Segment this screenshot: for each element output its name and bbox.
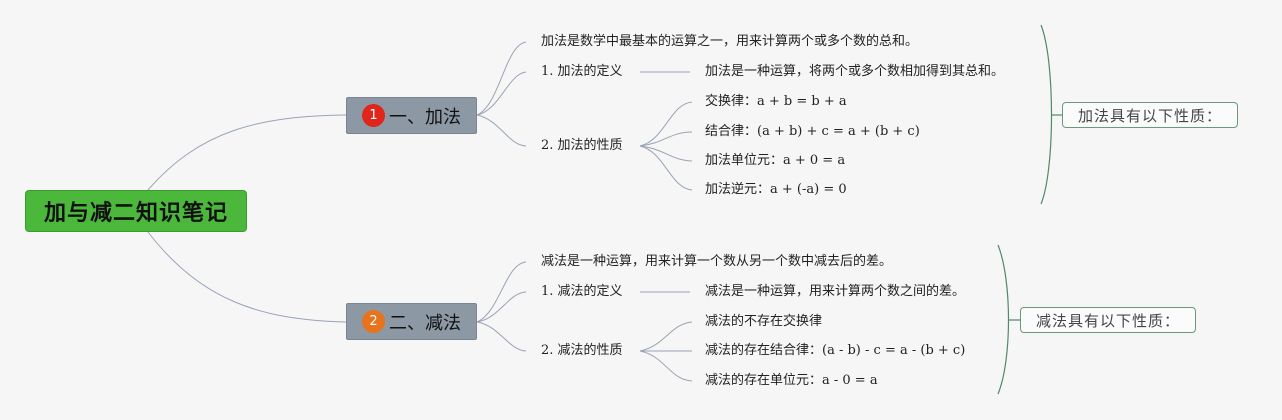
subtraction-summary[interactable]: 减法具有以下性质： bbox=[1020, 307, 1196, 333]
addition-intro[interactable]: 加法是数学中最基本的运算之一，用来计算两个或多个数的总和。 bbox=[541, 34, 919, 49]
connector-b2-definition bbox=[476, 291, 527, 323]
subtraction-definition-label[interactable]: 1. 减法的定义 bbox=[541, 284, 623, 299]
branch-label: 二、减法 bbox=[389, 312, 461, 334]
root-topic-label: 加与减二知识笔记 bbox=[43, 201, 228, 226]
connector-b2-prop-1 bbox=[639, 321, 693, 352]
connector-root-branch-2 bbox=[147, 231, 347, 323]
subtraction-property-item[interactable]: 减法的不存在交换律 bbox=[705, 314, 823, 329]
subtraction-property-item[interactable]: 减法的存在单位元：a - 0 = a bbox=[705, 373, 878, 388]
branch-subtraction[interactable]: 2 二、减法 bbox=[346, 303, 477, 340]
branch-label: 一、加法 bbox=[389, 106, 461, 128]
connector-b1-prop-1 bbox=[639, 101, 693, 147]
connector-b1-prop-4 bbox=[639, 145, 693, 191]
addition-property-item[interactable]: 结合律：(a + b) + c = a + (b + c) bbox=[705, 124, 920, 139]
subtraction-property-item[interactable]: 减法的存在结合律：(a - b) - c = a - (b + c) bbox=[705, 343, 966, 358]
addition-property-item[interactable]: 交换律：a + b = b + a bbox=[705, 94, 847, 109]
connector-b1-intro bbox=[476, 41, 527, 116]
connector-b1-prop-3 bbox=[639, 145, 693, 162]
subtraction-summary-label: 减法具有以下性质： bbox=[1035, 311, 1180, 330]
addition-summary-label: 加法具有以下性质： bbox=[1077, 106, 1222, 125]
subtraction-definition-detail[interactable]: 减法是一种运算，用来计算两个数之间的差。 bbox=[705, 284, 966, 299]
branch-number-badge: 1 bbox=[362, 104, 385, 127]
summary-bracket-1 bbox=[1040, 24, 1053, 205]
root-topic[interactable]: 加与减二知识笔记 bbox=[25, 190, 247, 232]
addition-definition-detail[interactable]: 加法是一种运算，将两个或多个数相加得到其总和。 bbox=[705, 64, 1005, 79]
connector-root-branch-1 bbox=[147, 114, 347, 191]
subtraction-intro[interactable]: 减法是一种运算，用来计算一个数从另一个数中减去后的差。 bbox=[541, 254, 893, 269]
connector-b2-prop-3 bbox=[639, 350, 693, 382]
subtraction-properties-label[interactable]: 2. 减法的性质 bbox=[541, 343, 623, 358]
connector-b1-properties bbox=[476, 114, 527, 147]
connector-b1-definition bbox=[476, 71, 527, 116]
branch-number-badge: 2 bbox=[362, 310, 385, 333]
addition-property-item[interactable]: 加法逆元：a + (-a) = 0 bbox=[705, 182, 847, 197]
connector-b1-prop-2 bbox=[639, 131, 693, 147]
addition-property-item[interactable]: 加法单位元：a + 0 = a bbox=[705, 153, 846, 168]
summary-bracket-2 bbox=[997, 244, 1010, 395]
connector-b2-properties bbox=[476, 321, 527, 352]
addition-properties-label[interactable]: 2. 加法的性质 bbox=[541, 138, 623, 153]
branch-addition[interactable]: 1 一、加法 bbox=[346, 97, 477, 134]
connector-b2-intro bbox=[476, 261, 527, 323]
addition-summary[interactable]: 加法具有以下性质： bbox=[1062, 102, 1238, 128]
addition-definition-label[interactable]: 1. 加法的定义 bbox=[541, 64, 623, 79]
